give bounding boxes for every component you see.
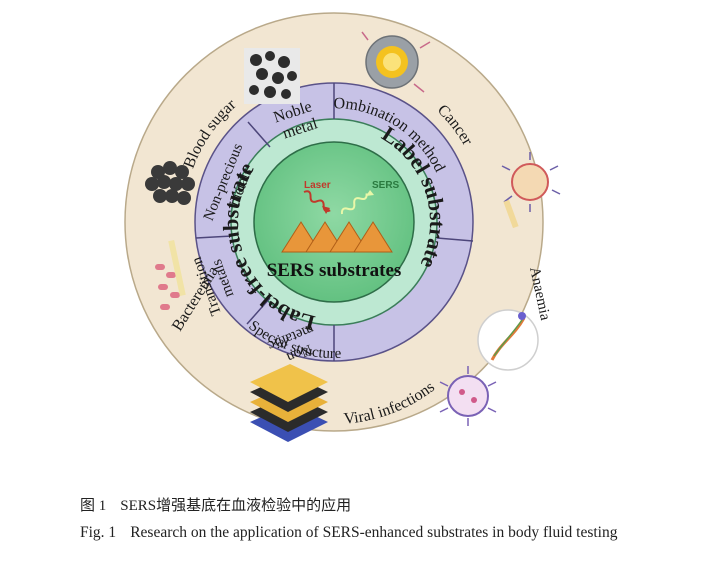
caption-zh-text: SERS增强基底在血液检验中的应用: [120, 498, 352, 514]
core-title: SERS substrates: [267, 260, 402, 281]
core-disc: [253, 141, 415, 303]
caption-en-number: Fig. 1: [80, 524, 117, 541]
pyramid-array-icon: [281, 221, 393, 253]
sers-figure: Blood sugar Cancer Anaemia Viral infecti…: [124, 12, 561, 442]
sers-label: SERS: [372, 180, 400, 191]
layered-material-image: [250, 364, 328, 442]
nanoparticle-cluster-image: [244, 48, 300, 104]
laser-wave-icon: [303, 190, 331, 214]
core-shell-particle-image: [361, 31, 431, 93]
sers-wave-icon: [340, 190, 374, 215]
virus-image: [501, 152, 561, 229]
laser-label: Laser: [304, 180, 331, 191]
bacteria-image: [155, 239, 186, 310]
dna-probe-image: [477, 309, 539, 371]
cell-cluster-image: [145, 161, 195, 205]
caption-english: Fig. 1 Research on the application of SER…: [80, 524, 709, 542]
caption-zh-number: 图 1: [80, 498, 107, 514]
caption-chinese: 图 1 SERS增强基底在血液检验中的应用: [80, 494, 709, 515]
caption-en-text: Research on the application of SERS-enha…: [130, 524, 618, 541]
viral-particle-image: [439, 366, 497, 426]
middle-ring-dividers: [195, 83, 474, 361]
